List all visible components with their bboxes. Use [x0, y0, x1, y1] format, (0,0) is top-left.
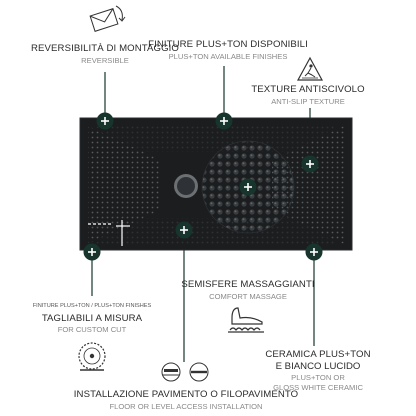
massage-foot-icon — [228, 307, 264, 333]
feature-finishes: FINITURE PLUS+TON DISPONIBILI PLUS+TON A… — [148, 40, 308, 60]
feature-subtitle-line2: GLOSS WHITE CERAMIC — [273, 382, 363, 392]
floor-install-icon — [161, 362, 181, 382]
feature-reversible: REVERSIBILITÀ DI MONTAGGIO REVERSIBLE — [31, 44, 179, 64]
feature-title: REVERSIBILITÀ DI MONTAGGIO — [31, 43, 179, 54]
feature-title: CERAMICA PLUS+TON — [265, 349, 371, 360]
feature-subtitle: PLUS+TON AVAILABLE FINISHES — [168, 51, 288, 61]
feature-title-line2: E BIANCO LUCIDO — [275, 360, 361, 372]
cut-marks — [88, 220, 130, 246]
feature-anti-slip: TEXTURE ANTISCIVOLO ANTI-SLIP TEXTURE — [251, 85, 364, 105]
feature-title: TEXTURE ANTISCIVOLO — [251, 84, 365, 95]
envelope-reverse-icon — [89, 5, 126, 32]
feature-subtitle: REVERSIBLE — [81, 55, 129, 65]
feature-title: SEMISFERE MASSAGGIANTI — [181, 279, 315, 290]
feature-title: TAGLIABILI A MISURA — [41, 312, 143, 324]
feature-subtitle: FLOOR OR LEVEL ACCESS INSTALLATION — [109, 401, 263, 411]
slip-warning-icon — [296, 56, 324, 81]
anti-slip-texture-right — [272, 126, 344, 244]
saw-blade-icon — [78, 342, 106, 371]
anti-slip-texture-left — [88, 126, 160, 244]
feature-title: INSTALLAZIONE PAVIMENTO O FILOPAVIMENTO — [73, 389, 299, 400]
feature-subtitle: COMFORT MASSAGE — [209, 291, 287, 301]
level-install-icon — [189, 362, 209, 382]
plus-icon — [83, 112, 323, 261]
feature-subtitle: FOR CUSTOM CUT — [57, 325, 127, 335]
feature-subtitle: PLUS+TON OR — [291, 373, 345, 383]
feature-subtitle: ANTI-SLIP TEXTURE — [271, 96, 345, 106]
feature-massage: SEMISFERE MASSAGGIANTI COMFORT MASSAGE — [181, 280, 314, 300]
feature-title: FINITURE PLUS+TON DISPONIBILI — [148, 39, 308, 50]
shower-tray — [79, 117, 353, 251]
feature-ceramic: CERAMICA PLUS+TON E BIANCO LUCIDO PLUS+T… — [265, 350, 370, 391]
feature-custom-cut: FINITURE PLUS+TON / PLUS+TON FINISHES TA… — [32, 303, 152, 335]
feature-note: FINITURE PLUS+TON / PLUS+TON FINISHES — [32, 303, 152, 309]
feature-installation: INSTALLAZIONE PAVIMENTO O FILOPAVIMENTO … — [74, 390, 298, 410]
connector-lines — [91, 66, 315, 362]
